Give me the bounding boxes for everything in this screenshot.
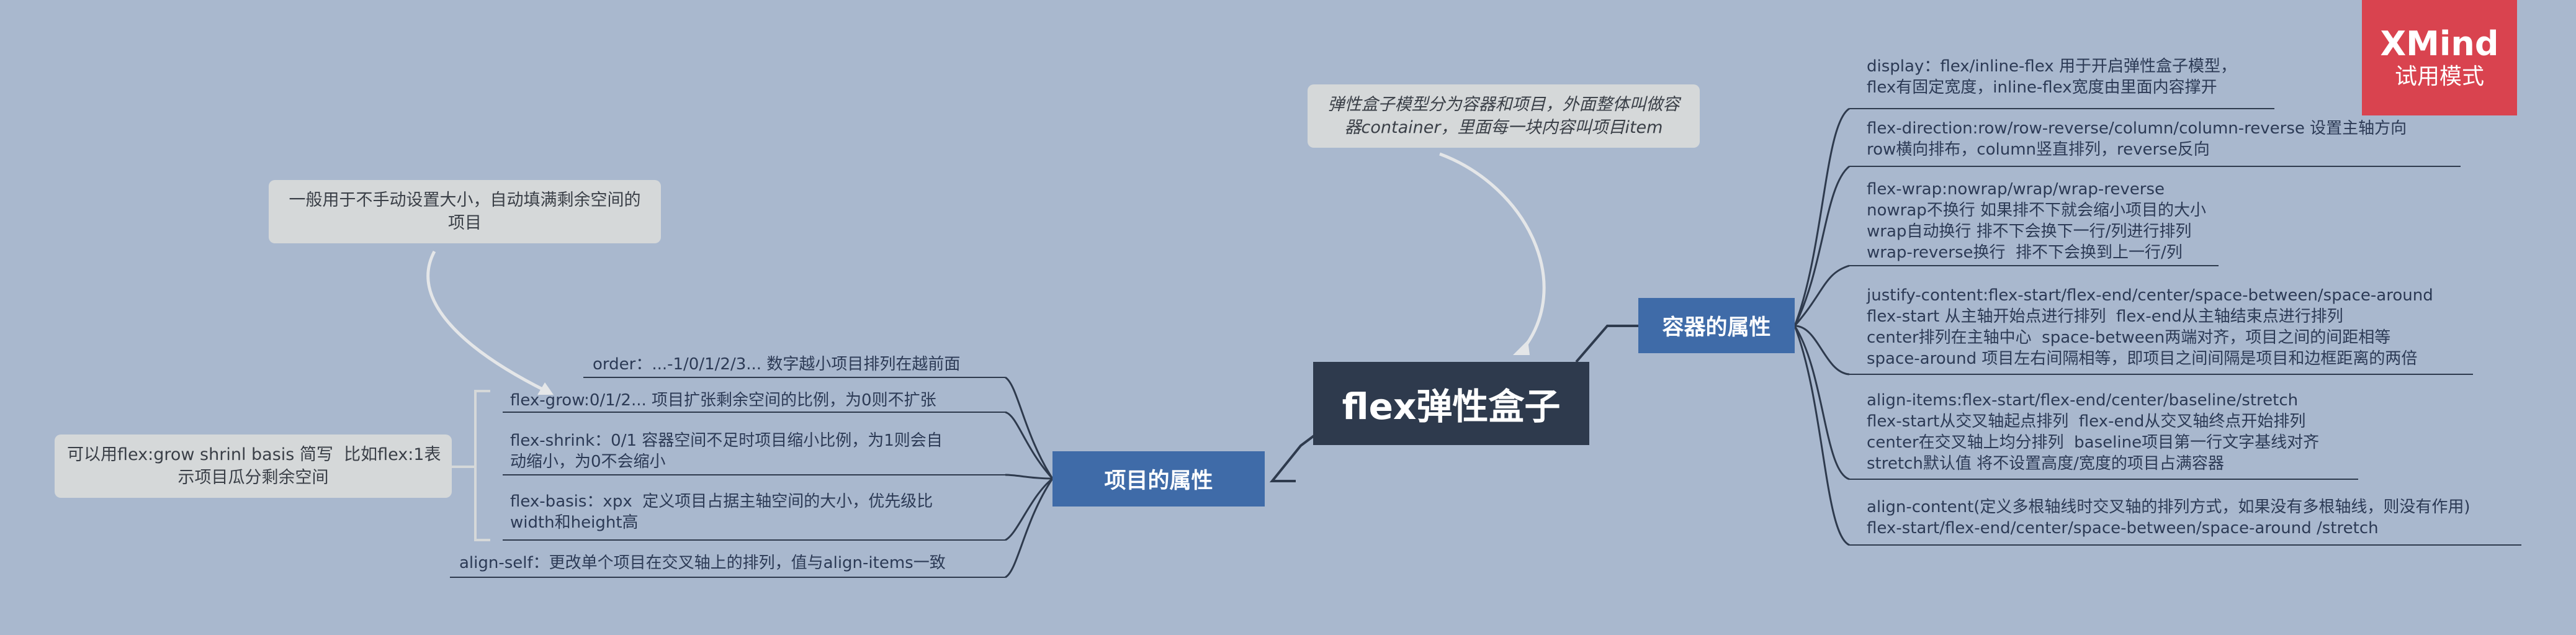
topic-flex-shrink[interactable]: flex-shrink：0/1 容器空间不足时项目缩小比例，为1则会自 动缩小，…: [510, 431, 943, 471]
central-topic[interactable]: flex弹性盒子: [1313, 362, 1589, 445]
summary-flex-shorthand[interactable]: 可以用flex:grow shrinl basis 简写 比如flex:1表 示…: [55, 435, 452, 498]
callout-container-note[interactable]: 弹性盒子模型分为容器和项目，外面整体叫做容 器container，里面每一块内容…: [1308, 84, 1700, 148]
topic-flex-direction[interactable]: flex-direction:row/row-reverse/column/co…: [1867, 119, 2407, 159]
topic-flex-grow[interactable]: flex-grow:0/1/2... 项目扩张剩余空间的比例，为0则不扩张: [510, 391, 936, 410]
callout-grow-note[interactable]: 一般用于不手动设置大小，自动填满剩余空间的 项目: [269, 180, 661, 243]
topic-flex-wrap[interactable]: flex-wrap:nowrap/wrap/wrap-reverse nowra…: [1867, 180, 2207, 262]
xmind-logo-text: XMind: [2380, 24, 2499, 63]
topic-order[interactable]: order：...-1/0/1/2/3... 数字越小项目排列在越前面: [593, 355, 961, 374]
trial-mode-label: 试用模式: [2394, 64, 2484, 89]
topic-align-items[interactable]: align-items:flex-start/flex-end/center/b…: [1867, 391, 2320, 473]
xmind-trial-badge: XMind 试用模式: [2362, 0, 2517, 115]
topic-align-self[interactable]: align-self：更改单个项目在交叉轴上的排列，值与align-items一…: [459, 554, 946, 572]
branch-container-properties[interactable]: 容器的属性: [1638, 298, 1795, 353]
topic-align-content[interactable]: align-content(定义多根轴线时交叉轴的排列方式，如果没有多根轴线，则…: [1867, 498, 2471, 538]
topic-justify-content[interactable]: justify-content:flex-start/flex-end/cent…: [1867, 286, 2433, 368]
topic-flex-basis[interactable]: flex-basis：xpx 定义项目占据主轴空间的大小，优先级比 width和…: [510, 492, 933, 532]
branch-item-properties[interactable]: 项目的属性: [1052, 451, 1265, 507]
topic-display[interactable]: display：flex/inline-flex 用于开启弹性盒子模型， fle…: [1867, 57, 2237, 97]
